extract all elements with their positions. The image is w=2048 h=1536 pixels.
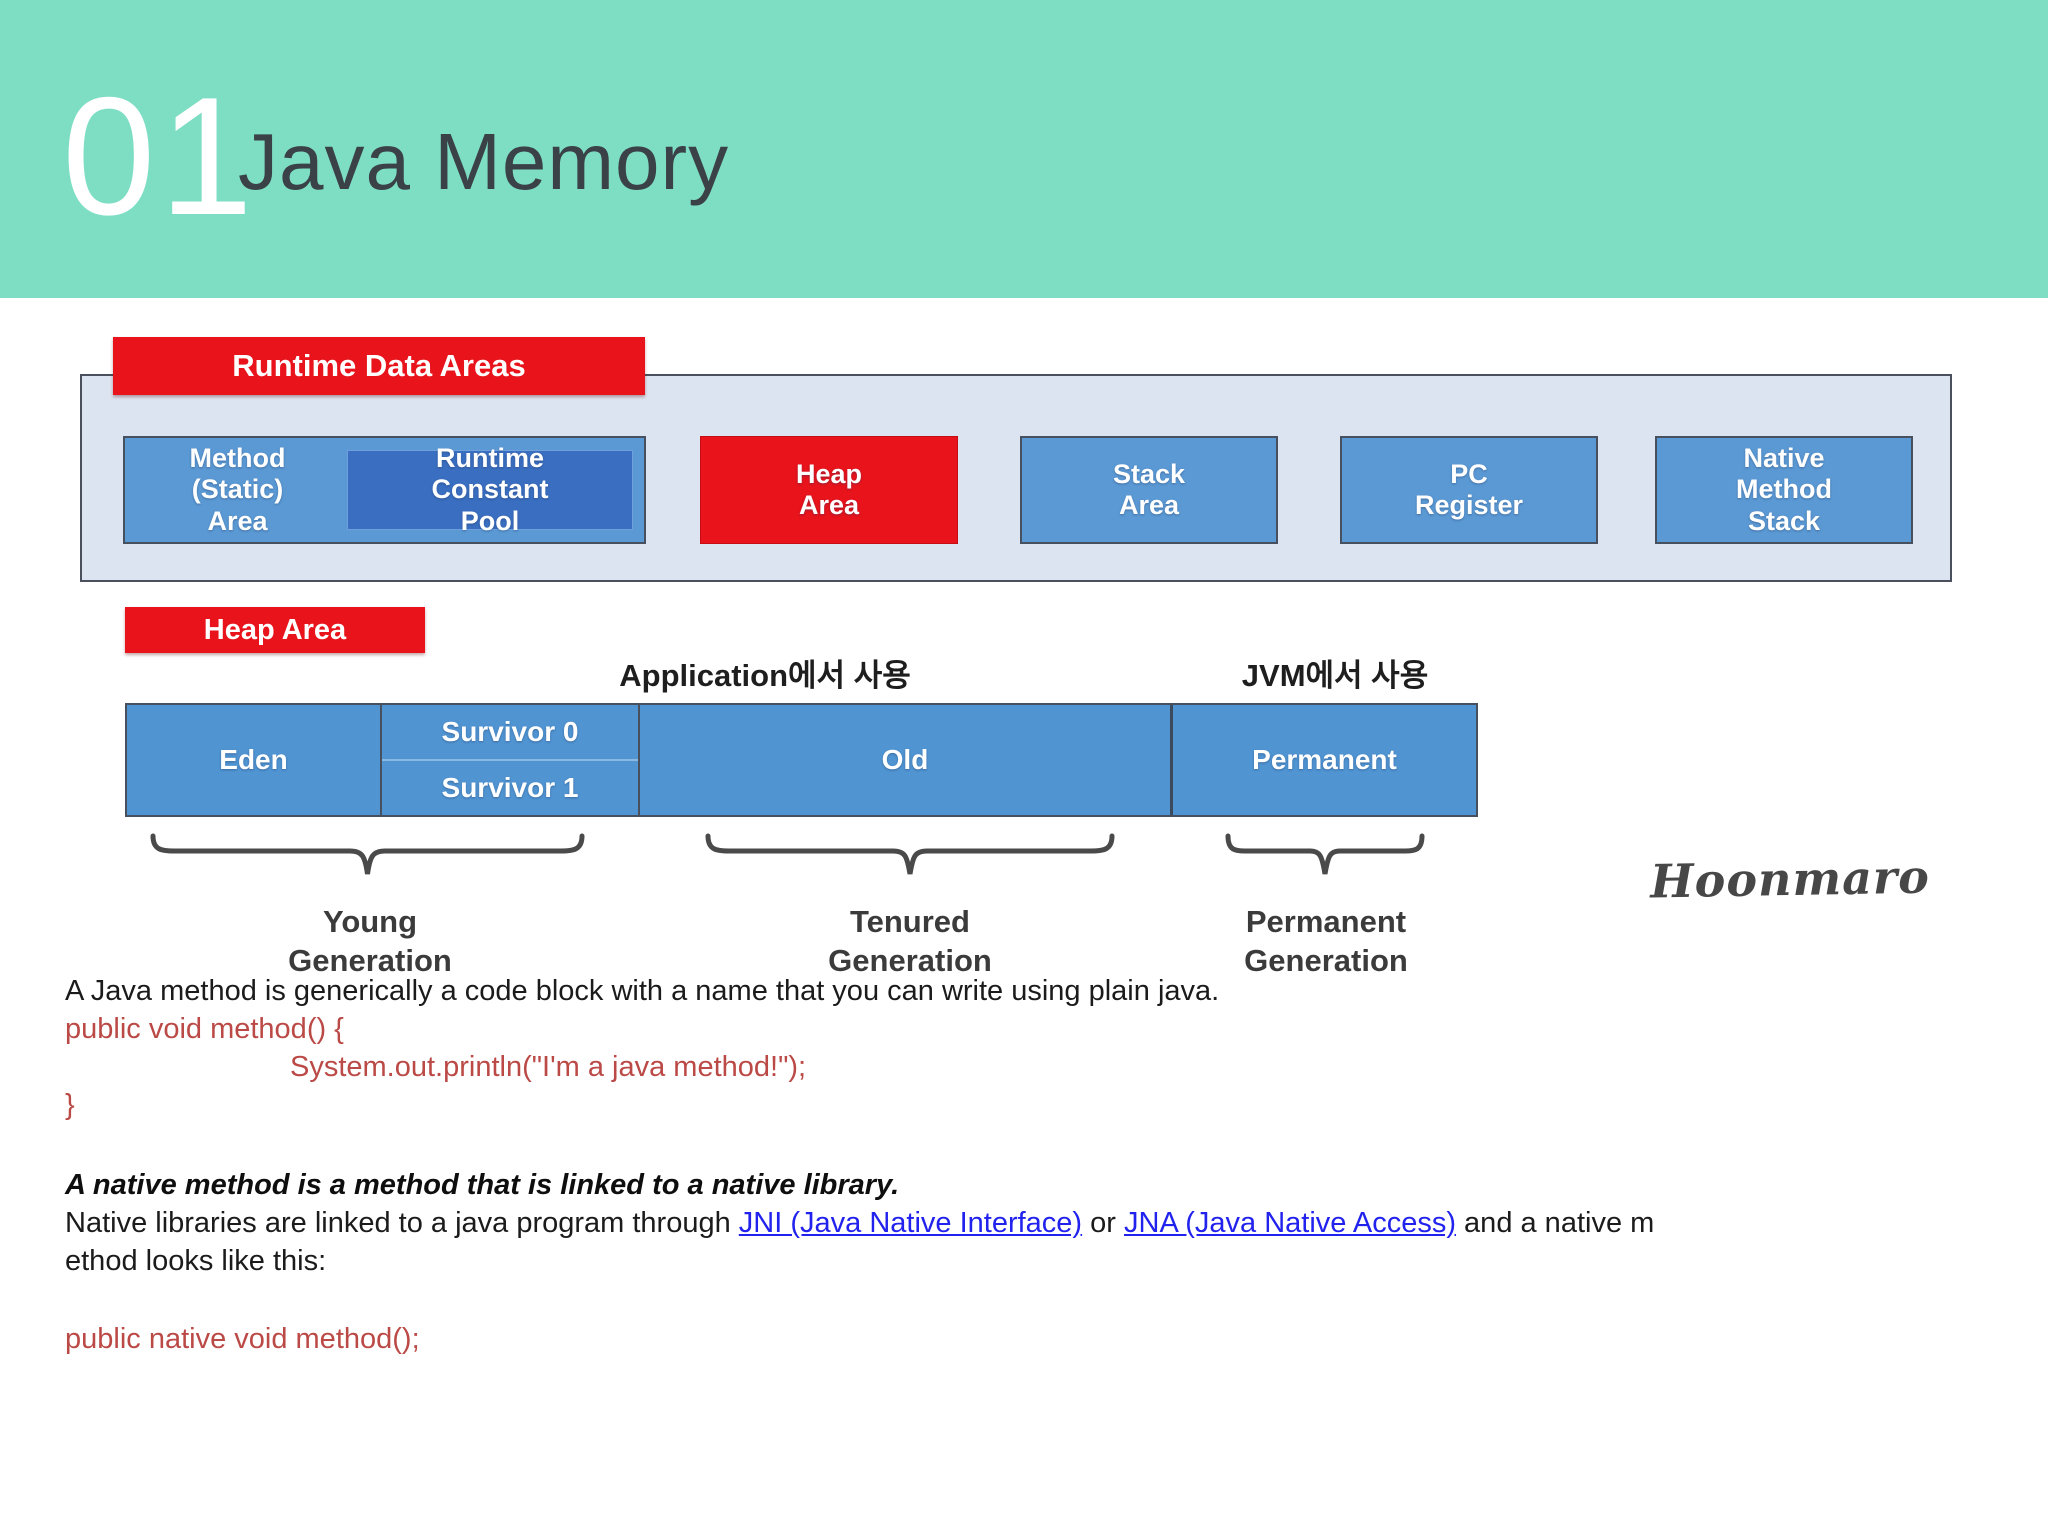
runtime-constant-pool-box: Runtime Constant Pool: [347, 443, 633, 536]
body-text-block: A Java method is generically a code bloc…: [65, 972, 1975, 1358]
heap-area-box: Heap Area: [700, 436, 958, 544]
native-libraries-paragraph: Native libraries are linked to a java pr…: [65, 1204, 1975, 1242]
code-line-1: public void method() {: [65, 1013, 344, 1045]
slide-number: 01: [62, 62, 257, 250]
tenured-generation-label: Tenured Generation: [828, 904, 992, 978]
stack-area-box: Stack Area: [1020, 436, 1278, 544]
paragraph-wrap-line: ethod looks like this:: [65, 1245, 327, 1277]
survivor0-cell: Survivor 0: [382, 705, 638, 761]
jvm-usage-label: JVM에서 사용: [1241, 658, 1429, 693]
code-line-3: }: [65, 1089, 75, 1121]
native-method-stack-box: Native Method Stack: [1655, 436, 1913, 544]
survivor-cells: Survivor 0 Survivor 1: [382, 705, 640, 815]
permanent-generation-brace: [1225, 832, 1425, 884]
para-text-before: Native libraries are linked to a java pr…: [65, 1207, 739, 1239]
runtime-data-areas-label: Runtime Data Areas: [113, 337, 645, 395]
method-static-area-label: Method (Static) Area: [189, 443, 286, 536]
application-usage-label: Application에서 사용: [619, 658, 911, 693]
native-method-bold-line: A native method is a method that is link…: [65, 1169, 900, 1201]
survivor1-cell: Survivor 1: [441, 772, 579, 803]
pc-register-box: PC Register: [1340, 436, 1598, 544]
permanent-generation-label: Permanent Generation: [1244, 904, 1408, 978]
page-title: Java Memory: [238, 117, 730, 206]
old-cell: Old: [640, 705, 1173, 815]
permanent-cell: Permanent: [1252, 744, 1397, 775]
native-code-line: public native void method();: [65, 1323, 420, 1355]
jna-link[interactable]: JNA (Java Native Access): [1124, 1207, 1456, 1239]
heap-generations-bar: Eden Survivor 0 Survivor 1 Old Permanent: [125, 703, 1478, 817]
para-text-between: or: [1082, 1207, 1124, 1239]
hoonmaro-signature: Hoonmaro: [1649, 849, 1931, 909]
para-text-after: and a native m: [1456, 1207, 1655, 1239]
header-band: 01 Java Memory: [0, 0, 2048, 298]
tenured-generation-brace: [705, 832, 1115, 884]
code-line-2: System.out.println("I'm a java method!")…: [290, 1051, 807, 1083]
young-generation-brace: [150, 832, 585, 884]
method-static-area-box: Method (Static) Area Runtime Constant Po…: [123, 436, 646, 544]
eden-cell: Eden: [127, 705, 382, 815]
young-generation-label: Young Generation: [288, 904, 452, 978]
jni-link[interactable]: JNI (Java Native Interface): [738, 1207, 1083, 1239]
intro-line: A Java method is generically a code bloc…: [65, 975, 1220, 1007]
heap-area-label: Heap Area: [125, 607, 425, 653]
